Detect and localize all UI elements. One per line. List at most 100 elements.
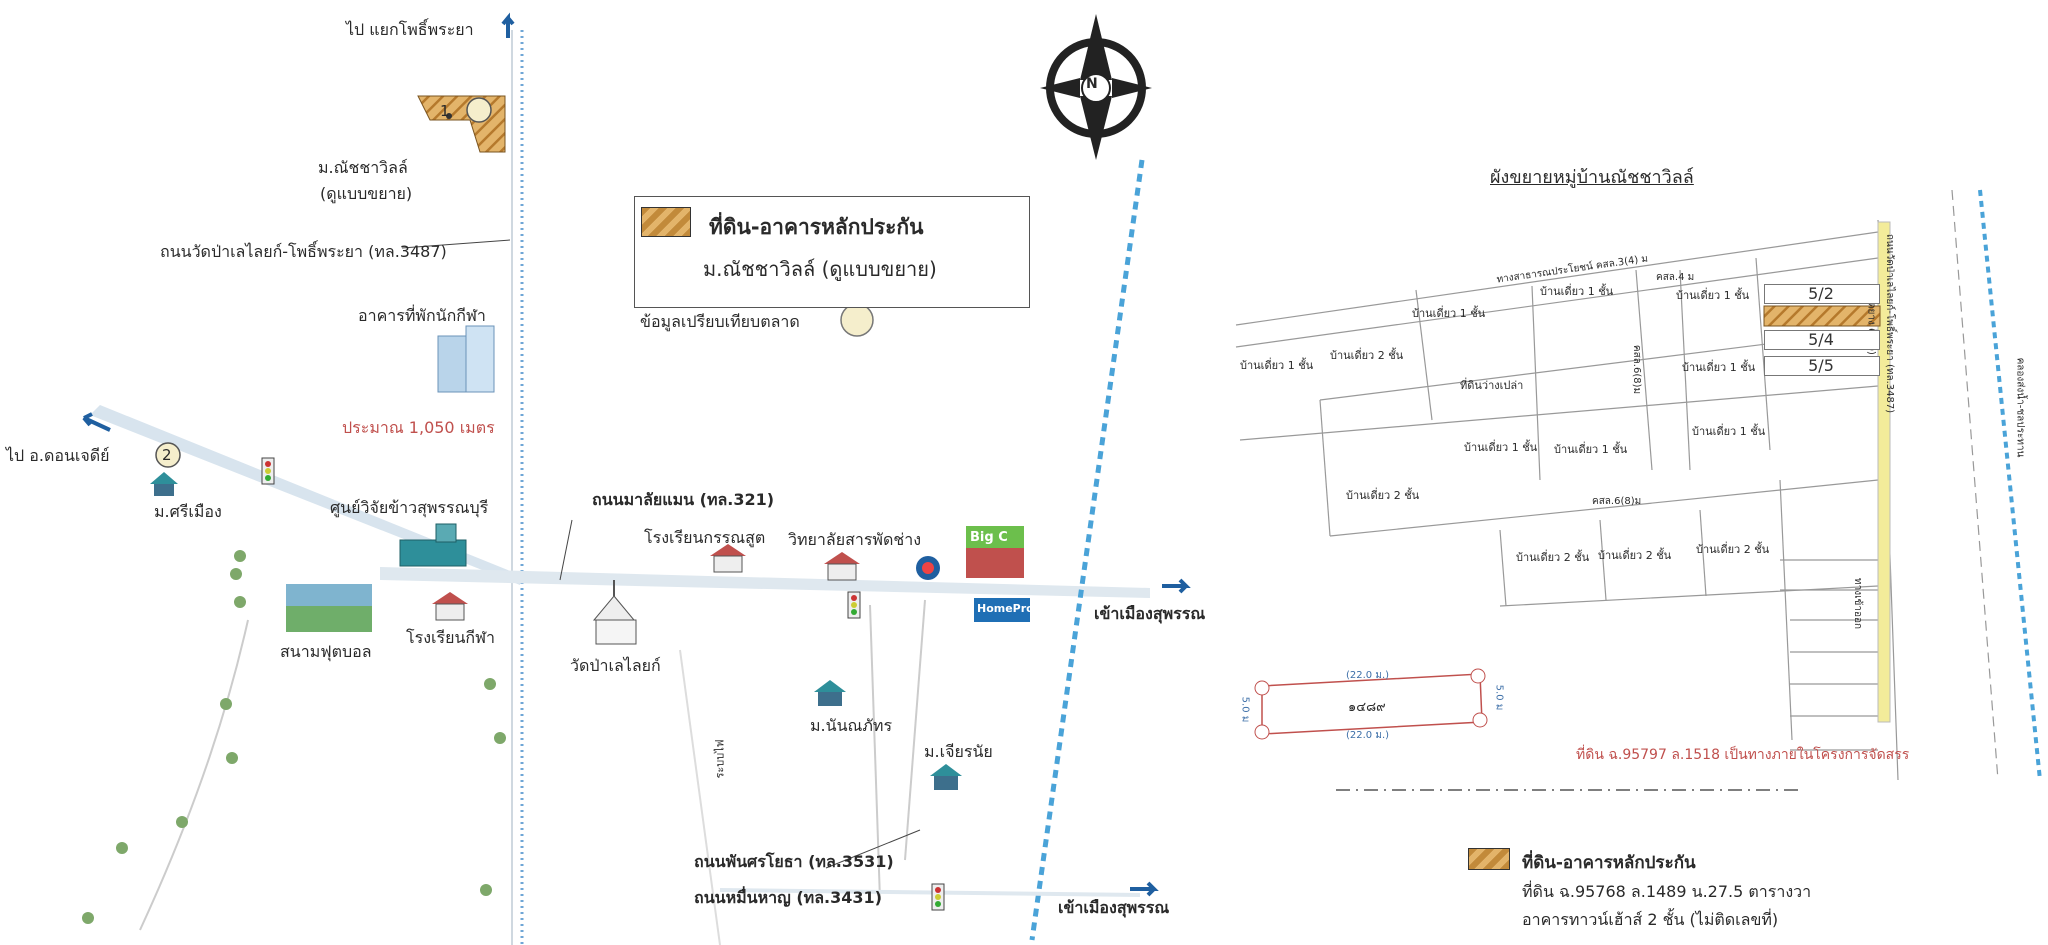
arrow-left-icon bbox=[82, 412, 111, 432]
house-label: บ้านเดี่ยว 1 ชั้น bbox=[1676, 289, 1750, 302]
school-icon bbox=[432, 592, 468, 621]
house-label: บ้านเดี่ยว 1 ชั้น bbox=[1540, 285, 1614, 298]
collateral-plot-5-3 bbox=[1763, 305, 1881, 327]
school-icon bbox=[710, 544, 746, 573]
compass-icon bbox=[1040, 14, 1152, 160]
house-label: บ้านเดี่ยว 1 ชั้น bbox=[1240, 359, 1314, 372]
plot-5-2-box bbox=[1764, 284, 1880, 304]
bigc-label: Big C bbox=[970, 530, 1008, 545]
house-label: บ้านเดี่ยว 2 ชั้น bbox=[1330, 349, 1404, 362]
parcel-pin bbox=[1254, 680, 1270, 696]
main-road-label: ถนนวัดป่าเลไลยก์-โพธิ์พระยา (ทล.3487) bbox=[1884, 233, 1896, 414]
house-label: บ้านเดี่ยว 1 ชั้น bbox=[1412, 307, 1486, 320]
rice-research-center-icon bbox=[399, 523, 467, 567]
plot-5-4-box bbox=[1764, 330, 1880, 350]
house-label: บ้านเดี่ยว 1 ชั้น bbox=[1554, 443, 1628, 456]
road-label-1: คสล.4 ม bbox=[1656, 272, 1695, 283]
plot-5-5: 5/5 bbox=[1808, 356, 1834, 375]
comparison-marker-icon bbox=[840, 303, 874, 337]
road-3531-label: ถนนพันศรโยธา (ทล.3531) bbox=[694, 852, 894, 871]
legend-box: ที่ดิน-อาคารหลักประกัน ม.ณัชชาวิลล์ (ดูแ… bbox=[634, 196, 1030, 308]
parcel-dim-left: 5.0 ม bbox=[1239, 696, 1251, 723]
plot-5-2: 5/2 bbox=[1808, 284, 1834, 303]
collateral-swatch bbox=[641, 207, 691, 237]
house-label: บ้านเดี่ยว 2 ชั้น bbox=[1346, 489, 1420, 502]
main-road-strip bbox=[1877, 221, 1891, 723]
inset-title: ผังขยายหมู่บ้านณัชชาวิลล์ bbox=[1490, 167, 1694, 188]
road-3431-label: ถนนหมื่นหาญ (ทล.3431) bbox=[694, 888, 882, 907]
rice-center-label: ศูนย์วิจัยข้าวสุพรรณบุรี bbox=[330, 498, 489, 517]
plot-5-5-box bbox=[1764, 356, 1880, 376]
marker-1-label: 1 bbox=[440, 102, 450, 120]
traffic-light-icon bbox=[931, 883, 945, 911]
house-label: บ้านเดี่ยว 1 ชั้น bbox=[1464, 441, 1538, 454]
village-label-line2: (ดูแบบขยาย) bbox=[320, 184, 413, 203]
bottom-legend-line1: ที่ดิน ฉ.95768 ล.1489 น.27.5 ตารางวา bbox=[1522, 882, 1812, 901]
leader-line bbox=[401, 239, 511, 249]
arrow-up-icon bbox=[501, 12, 515, 38]
house-label: บ้านเดี่ยว 2 ชั้น bbox=[1696, 543, 1770, 556]
collateral-dot bbox=[446, 113, 452, 119]
local-road bbox=[679, 649, 721, 945]
nanthaphat-label: ม.นันณภัทร bbox=[810, 716, 893, 735]
parcel-pin bbox=[1472, 712, 1488, 728]
canal-line bbox=[1029, 159, 1145, 941]
parcel-dim-top: (22.0 ม.) bbox=[1346, 670, 1390, 681]
house-label: บ้านเดี่ยว 1 ชั้น bbox=[1692, 425, 1766, 438]
traffic-light-icon bbox=[847, 591, 861, 619]
to-phothiphraya-label: ไป แยกโพธิ์พระยา bbox=[346, 20, 474, 39]
arrow-right-icon bbox=[1130, 881, 1159, 897]
vacant-land-label: ที่ดินว่างเปล่า bbox=[1460, 379, 1524, 392]
leader-line bbox=[559, 519, 573, 581]
local-road bbox=[869, 604, 881, 901]
house-label: บ้านเดี่ยว 2 ชั้น bbox=[1516, 551, 1590, 564]
local-road bbox=[139, 619, 249, 931]
powerline-label: ระบบไฟ bbox=[713, 739, 727, 779]
plot-5-4: 5/4 bbox=[1808, 330, 1834, 349]
homepro-label: HomePro bbox=[977, 602, 1034, 615]
bottom-legend-swatch bbox=[1468, 848, 1510, 870]
athlete-building-label: อาคารที่พักนักกีฬา bbox=[358, 306, 486, 325]
road-label-3: คสล.6(8)ม bbox=[1631, 344, 1643, 395]
marker-2-label: 2 bbox=[162, 446, 172, 464]
legend-title: ที่ดิน-อาคารหลักประกัน bbox=[709, 215, 924, 239]
to-donchedi-label: ไป อ.ดอนเจดีย์ bbox=[6, 446, 110, 465]
sport-school-label: โรงเรียนกีฬา bbox=[406, 628, 495, 647]
distance-label: ประมาณ 1,050 เมตร bbox=[342, 418, 495, 437]
village-label-line1: ม.ณัชชาวิลล์ bbox=[318, 158, 408, 177]
marker-2 bbox=[155, 442, 181, 468]
house-label: บ้านเดี่ยว 1 ชั้น bbox=[1682, 361, 1756, 374]
parcel-dim-bottom: (22.0 ม.) bbox=[1346, 730, 1390, 741]
legend-subtitle: ม.ณัชชาวิลล์ (ดูแบบขยาย) bbox=[703, 257, 937, 281]
marker-1 bbox=[466, 97, 492, 123]
collateral-plot-area bbox=[417, 95, 506, 153]
stadium-icon bbox=[286, 584, 372, 632]
house-icon bbox=[930, 764, 962, 790]
leader-line bbox=[825, 829, 921, 869]
bottom-legend-title: ที่ดิน-อาคารหลักประกัน bbox=[1522, 853, 1696, 873]
parcel-pin bbox=[1470, 668, 1486, 684]
to-city-label-1: เข้าเมืองสุพรรณ bbox=[1094, 604, 1206, 623]
homepro-logo bbox=[974, 598, 1030, 622]
chianai-label: ม.เจียรนัย bbox=[924, 742, 993, 761]
watpa-label: วัดป่าเลไลยก์ bbox=[570, 656, 661, 675]
house-label: บ้านเดี่ยว 2 ชั้น bbox=[1598, 549, 1672, 562]
kannasoot-label: โรงเรียนกรรณสูต bbox=[644, 528, 766, 547]
school-icon bbox=[824, 552, 860, 581]
temple-icon bbox=[592, 580, 637, 645]
local-road bbox=[904, 599, 926, 861]
stadium-label: สนามฟุตบอล bbox=[280, 642, 372, 661]
parcel-pin bbox=[1254, 724, 1270, 740]
house-icon bbox=[150, 472, 178, 496]
college-label: วิทยาลัยสารพัดช่าง bbox=[788, 530, 922, 549]
compass-label: N bbox=[1086, 76, 1098, 92]
side-road-label: ทางเข้าออก bbox=[1852, 577, 1864, 630]
inset-note: ที่ดิน ฉ.95797 ล.1518 เป็นทางภายในโครงกา… bbox=[1576, 747, 1910, 763]
road-3487-label: ถนนวัดป่าเลไลยก์-โพธิ์พระยา (ทล.3487) bbox=[160, 242, 447, 261]
bigc-logo bbox=[966, 526, 1024, 578]
road-3431 bbox=[719, 888, 1141, 897]
house-icon bbox=[814, 680, 846, 706]
road-label-2: คสล.6(8)ม bbox=[1592, 496, 1642, 507]
arrow-right-icon bbox=[1162, 578, 1191, 594]
